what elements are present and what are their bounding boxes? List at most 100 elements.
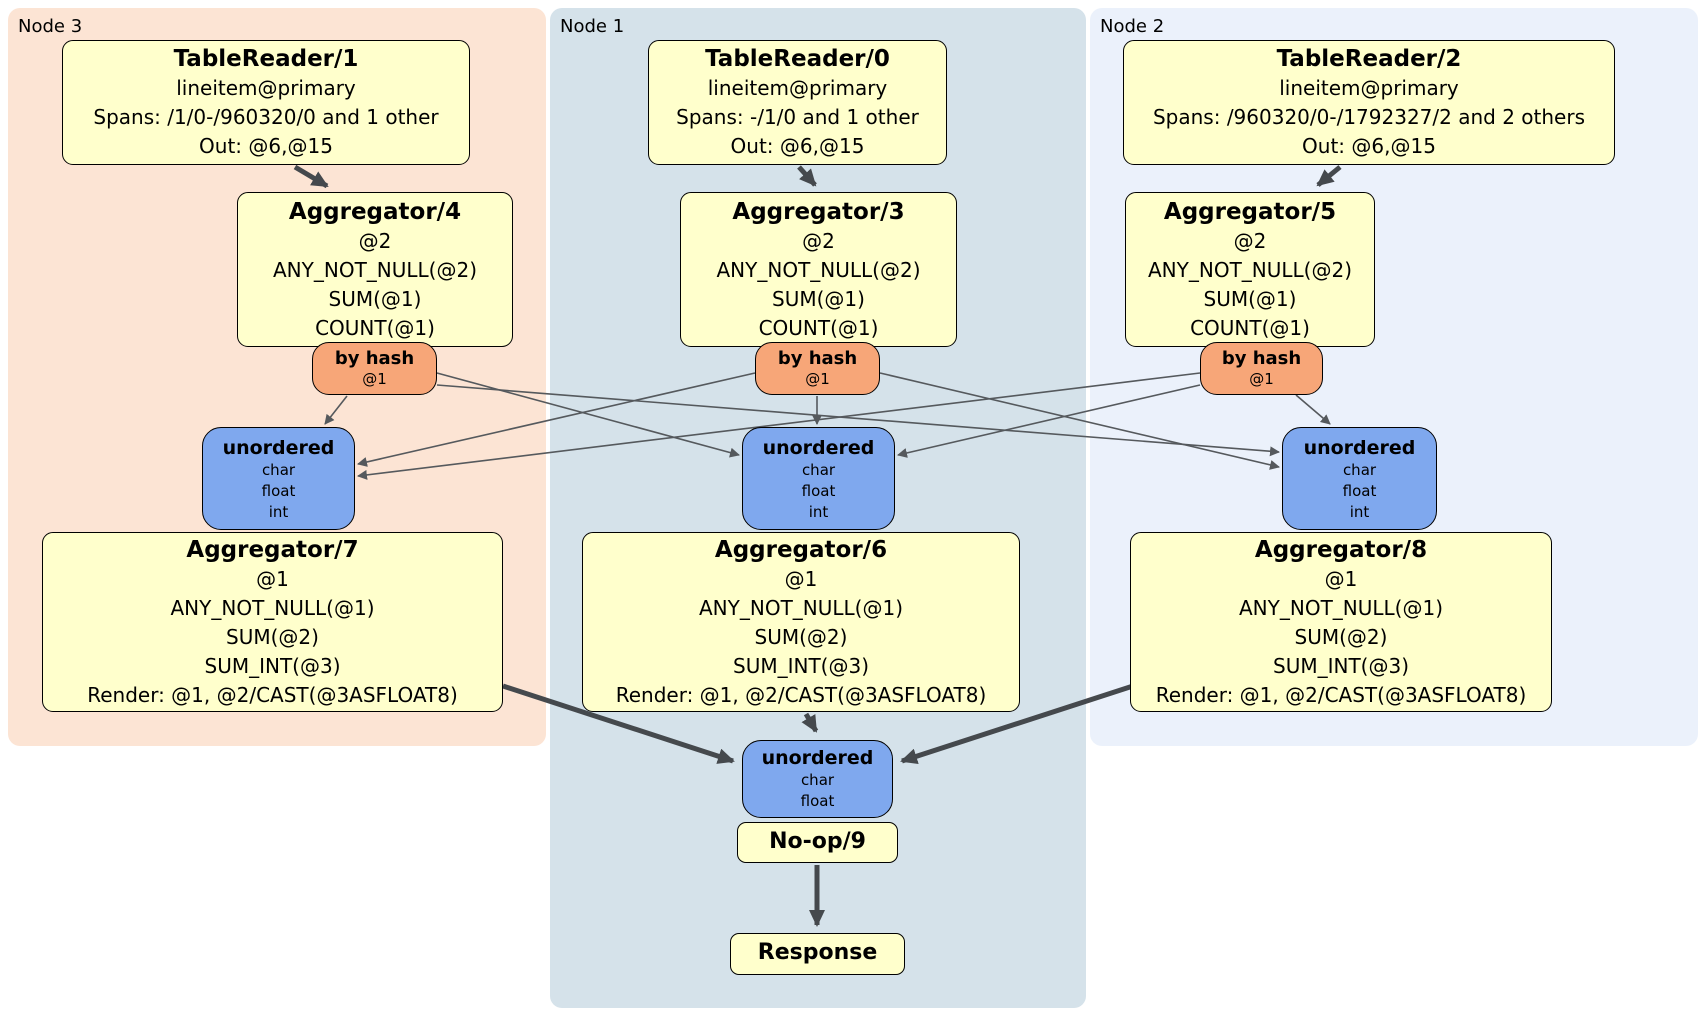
processor-line: COUNT(@1) xyxy=(758,316,879,340)
edge-byhash2-sync3 xyxy=(357,372,1201,480)
processor-title: Aggregator/7 xyxy=(186,537,359,563)
unordered-final-sync: unordered char float xyxy=(742,740,893,818)
processor-line: SUM(@2) xyxy=(226,625,319,649)
sync-line: float xyxy=(801,482,836,500)
router-line: @1 xyxy=(805,370,830,388)
processor-line: @1 xyxy=(256,567,289,591)
unordered-sync-node3: unordered char float int xyxy=(202,427,355,530)
processor-line: SUM(@1) xyxy=(1203,287,1297,311)
processor-title: Aggregator/6 xyxy=(714,537,888,563)
sync-line: int xyxy=(808,503,829,521)
node2-label: Node 2 xyxy=(1100,16,1165,37)
unordered-sync-node1: unordered char float int xyxy=(742,427,895,530)
sync-line: char xyxy=(801,461,836,479)
aggregator-7-box: Aggregator/7 @1 ANY_NOT_NULL(@1) SUM(@2)… xyxy=(42,532,503,712)
router-line: @1 xyxy=(362,370,387,388)
aggregator-5-box: Aggregator/5 @2 ANY_NOT_NULL(@2) SUM(@1)… xyxy=(1125,192,1375,347)
processor-line: SUM_INT(@3) xyxy=(1273,654,1409,678)
aggregator-6-box: Aggregator/6 @1 ANY_NOT_NULL(@1) SUM(@2)… xyxy=(582,532,1020,712)
processor-line: SUM_INT(@3) xyxy=(204,654,341,678)
edge-byhash3-sync2 xyxy=(436,384,1280,457)
processor-line: Out: @6,@15 xyxy=(199,134,333,158)
processor-line: COUNT(@1) xyxy=(315,316,435,340)
router-line: @1 xyxy=(1249,370,1274,388)
processor-line: lineitem@primary xyxy=(176,76,356,100)
hash-routing-edges xyxy=(324,372,1331,480)
processor-line: COUNT(@1) xyxy=(1190,316,1310,340)
edge-byhash1-sync2 xyxy=(879,372,1280,470)
byhash-router-node1: by hash @1 xyxy=(755,342,880,395)
processor-line: SUM(@2) xyxy=(1294,625,1388,649)
tablereader-0-box: TableReader/0 lineitem@primary Spans: -/… xyxy=(648,40,947,165)
processor-line: Spans: /1/0-/960320/0 and 1 other xyxy=(93,105,439,129)
processor-line: Spans: -/1/0 and 1 other xyxy=(676,105,919,129)
processor-title: TableReader/1 xyxy=(173,46,359,72)
processor-line: ANY_NOT_NULL(@1) xyxy=(170,596,375,620)
sync-line: int xyxy=(268,503,289,521)
edge-byhash2-sync2 xyxy=(1295,394,1331,425)
processor-line: Spans: /960320/0-/1792327/2 and 2 others xyxy=(1152,105,1585,129)
processor-line: ANY_NOT_NULL(@1) xyxy=(699,596,903,620)
edge-byhash1-sync3 xyxy=(357,372,756,467)
processor-line: @2 xyxy=(358,229,392,253)
edge-tablereader2-aggregator5 xyxy=(1316,165,1342,187)
processor-line: lineitem@primary xyxy=(1279,76,1459,100)
processor-line: SUM(@1) xyxy=(772,287,865,311)
byhash-router-node3: by hash @1 xyxy=(312,342,437,395)
processor-line: lineitem@primary xyxy=(707,76,888,100)
sync-line: int xyxy=(1349,503,1370,521)
processor-line: Render: @1, @2/CAST(@3ASFLOAT8) xyxy=(1155,683,1527,707)
sync-line: float xyxy=(261,482,296,500)
sync-line: float xyxy=(1342,482,1377,500)
processor-line: SUM(@1) xyxy=(328,287,422,311)
router-title: by hash xyxy=(1221,348,1302,369)
edge-byhash3-sync1 xyxy=(436,372,740,458)
processor-line: ANY_NOT_NULL(@2) xyxy=(1148,258,1352,282)
router-title: by hash xyxy=(777,348,858,369)
processor-title: TableReader/0 xyxy=(705,46,890,72)
aggregator-4-box: Aggregator/4 @2 ANY_NOT_NULL(@2) SUM(@1)… xyxy=(237,192,513,347)
processor-line: SUM(@2) xyxy=(754,625,848,649)
tablereader-1-box: TableReader/1 lineitem@primary Spans: /1… xyxy=(62,40,470,165)
sync-title: unordered xyxy=(222,437,335,459)
sync-title: unordered xyxy=(762,437,875,459)
processor-title: TableReader/2 xyxy=(1276,46,1462,72)
edge-aggregator8-final-sync xyxy=(900,683,1134,764)
processor-line: @1 xyxy=(1324,567,1358,591)
node1-label: Node 1 xyxy=(560,16,625,37)
processor-line: Out: @6,@15 xyxy=(730,134,865,158)
sync-line: char xyxy=(261,461,296,479)
edge-tablereader0-aggregator3 xyxy=(797,165,817,187)
processor-line: @2 xyxy=(802,229,835,253)
processor-line: SUM_INT(@3) xyxy=(733,654,869,678)
tablereader-2-box: TableReader/2 lineitem@primary Spans: /9… xyxy=(1123,40,1615,165)
processor-line: @1 xyxy=(784,567,818,591)
processor-line: Render: @1, @2/CAST(@3ASFLOAT8) xyxy=(87,683,458,707)
processor-title: Aggregator/8 xyxy=(1254,537,1428,563)
sync-title: unordered xyxy=(761,747,874,769)
processor-title: Aggregator/3 xyxy=(732,199,905,225)
edge-tablereader1-aggregator4 xyxy=(293,164,329,189)
processor-line: ANY_NOT_NULL(@2) xyxy=(716,258,921,282)
edge-byhash3-sync3 xyxy=(324,395,348,425)
sync-line: char xyxy=(1342,461,1377,479)
node3-label: Node 3 xyxy=(18,16,83,37)
processor-title: Aggregator/5 xyxy=(1163,199,1337,225)
sync-line: float xyxy=(800,792,835,810)
router-title: by hash xyxy=(334,348,415,369)
sync-line: char xyxy=(800,771,835,789)
sync-title: unordered xyxy=(1303,437,1416,459)
noop-9-box: No-op/9 xyxy=(737,822,898,863)
processor-title: No-op/9 xyxy=(769,829,866,854)
processor-line: @2 xyxy=(1233,229,1267,253)
byhash-router-node2: by hash @1 xyxy=(1200,342,1323,395)
processor-title: Response xyxy=(757,940,878,965)
flow-edges xyxy=(293,164,1342,927)
response-box: Response xyxy=(730,933,905,975)
processor-line: Out: @6,@15 xyxy=(1302,134,1436,158)
edge-aggregator6-final-sync xyxy=(801,712,819,733)
edge-byhash2-sync1 xyxy=(897,384,1201,458)
processor-title: Aggregator/4 xyxy=(288,199,462,225)
